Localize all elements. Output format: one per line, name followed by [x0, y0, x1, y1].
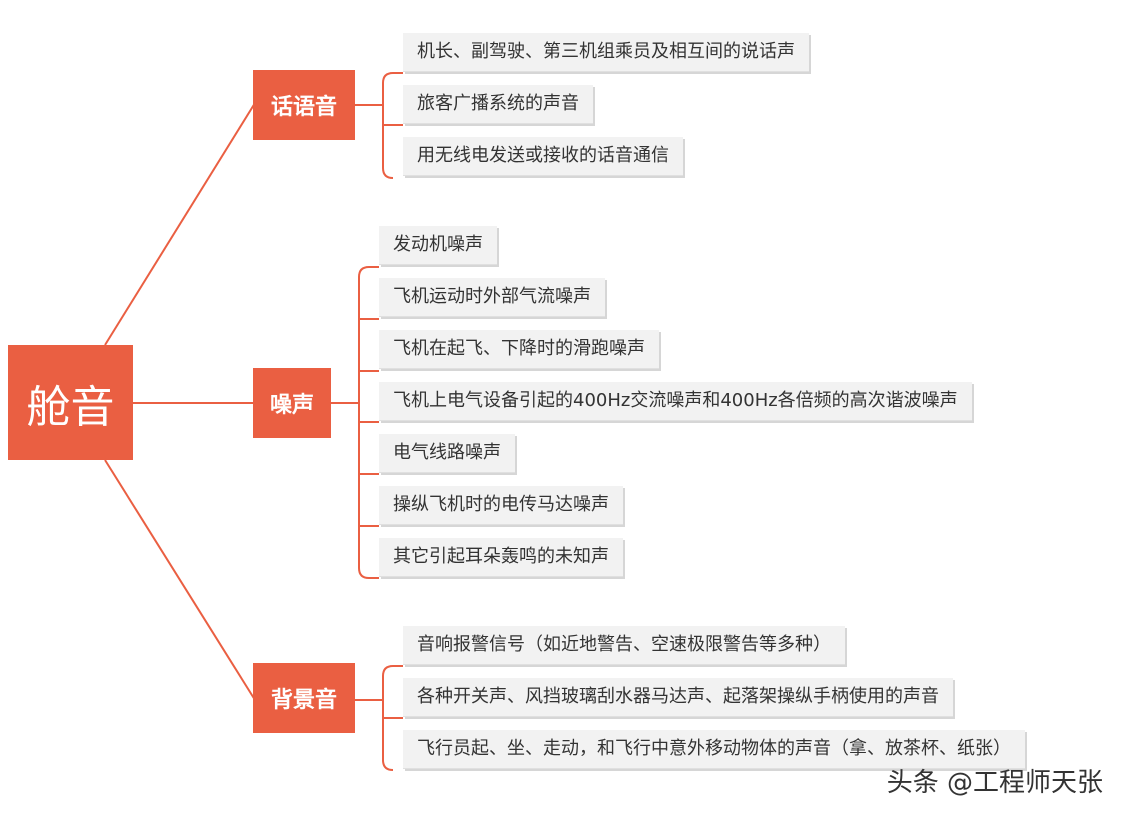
leaf-zaosheng-3: 飞机在起飞、下降时的滑跑噪声 — [379, 330, 659, 369]
root-node: 舱音 — [8, 345, 133, 460]
leaf-zaosheng-5: 电气线路噪声 — [379, 434, 515, 473]
leaf-beijingyin-3: 飞行员起、坐、走动，和飞行中意外移动物体的声音（拿、放茶杯、纸张） — [403, 730, 1025, 769]
leaf-zaosheng-7: 其它引起耳朵轰鸣的未知声 — [379, 538, 623, 577]
leaf-zaosheng-1: 发动机噪声 — [379, 226, 497, 265]
edge-root-beijingyin — [104, 459, 256, 701]
branch-huayuyin: 话语音 — [253, 70, 355, 140]
edge-root-huayuyin — [104, 102, 256, 346]
leaf-zaosheng-4: 飞机上电气设备引起的400Hz交流噪声和400Hz各倍频的高次谐波噪声 — [379, 382, 972, 421]
leaf-zaosheng-6: 操纵飞机时的电传马达噪声 — [379, 486, 623, 525]
leaf-huayuyin-1: 机长、副驾驶、第三机组乘员及相互间的说话声 — [403, 33, 809, 72]
leaf-huayuyin-3: 用无线电发送或接收的话音通信 — [403, 137, 683, 176]
leaf-huayuyin-2: 旅客广播系统的声音 — [403, 85, 593, 124]
leaf-beijingyin-1: 音响报警信号（如近地警告、空速极限警告等多种） — [403, 626, 845, 665]
branch-zaosheng: 噪声 — [253, 368, 331, 438]
leaf-beijingyin-2: 各种开关声、风挡玻璃刮水器马达声、起落架操纵手柄使用的声音 — [403, 678, 953, 717]
watermark: 头条 @工程师天张 — [886, 768, 1103, 798]
branch-beijingyin: 背景音 — [253, 663, 355, 733]
leaf-zaosheng-2: 飞机运动时外部气流噪声 — [379, 278, 605, 317]
